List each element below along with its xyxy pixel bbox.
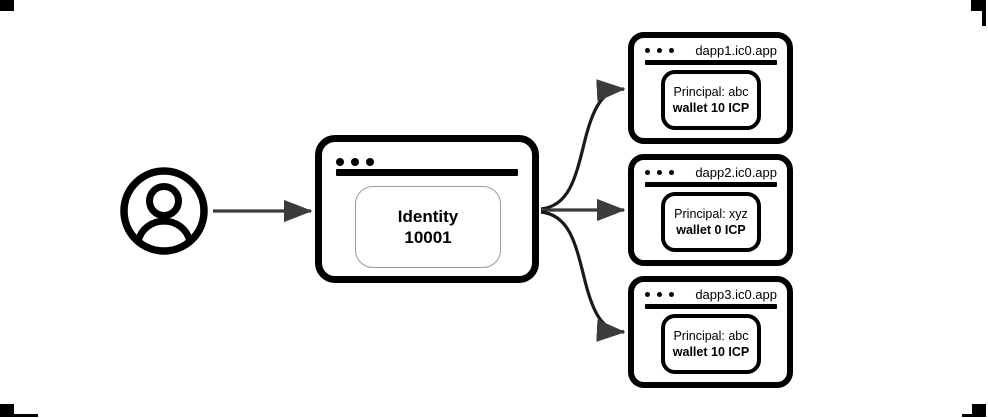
identity-card: Identity 10001	[355, 186, 501, 268]
window-dots	[645, 47, 674, 53]
corner-mark-segment	[971, 0, 985, 11]
dapp2-titlebar: dapp2.ic0.app	[634, 160, 787, 184]
window-dot-icon	[645, 291, 650, 297]
dapp2-wallet: wallet 0 ICP	[676, 223, 746, 237]
dapp2-principal: Principal: xyz	[674, 207, 748, 221]
window-dots	[336, 158, 374, 166]
dapp1-card: Principal: abc wallet 10 ICP	[661, 70, 761, 130]
dapp3-urlbar[interactable]	[645, 304, 777, 309]
window-dot-icon	[669, 169, 674, 175]
dapp3-card: Principal: abc wallet 10 ICP	[661, 314, 761, 374]
window-dot-icon	[351, 158, 359, 166]
corner-mark-bottom-left	[0, 392, 40, 418]
window-dot-icon	[657, 291, 662, 297]
window-dots	[645, 291, 674, 297]
dapp1-wallet: wallet 10 ICP	[672, 101, 750, 115]
corner-mark-segment	[982, 0, 986, 26]
dapp3-principal: Principal: abc	[673, 329, 749, 343]
window-dot-icon	[657, 47, 662, 53]
dapp1-principal: Principal: abc	[673, 85, 749, 99]
window-dot-icon	[336, 158, 344, 166]
dapp3-browser-window[interactable]: dapp3.ic0.app Principal: abc wallet 10 I…	[628, 276, 793, 388]
corner-mark-segment	[962, 414, 986, 417]
user-avatar-icon	[120, 167, 208, 255]
dapp1-browser-window[interactable]: dapp1.ic0.app Principal: abc wallet 10 I…	[628, 32, 793, 144]
dapp3-titlebar: dapp3.ic0.app	[634, 282, 787, 306]
corner-mark-segment	[972, 404, 986, 416]
dapp1-titlebar: dapp1.ic0.app	[634, 38, 787, 62]
dapp2-card: Principal: xyz wallet 0 ICP	[661, 192, 761, 252]
corner-mark-segment	[0, 414, 38, 417]
dapp2-browser-window[interactable]: dapp2.ic0.app Principal: xyz wallet 0 IC…	[628, 154, 793, 266]
corner-mark-segment	[0, 0, 14, 11]
corner-mark-top-right	[958, 0, 988, 26]
dapp3-url-label: dapp3.ic0.app	[695, 286, 777, 302]
identity-window-urlbar[interactable]	[336, 169, 518, 176]
identity-browser-window[interactable]: Identity 10001	[315, 135, 539, 283]
identity-card-line1: Identity	[397, 207, 459, 226]
dapp1-urlbar[interactable]	[645, 60, 777, 65]
identity-window-titlebar	[322, 142, 532, 182]
window-dots	[645, 169, 674, 175]
dapp2-urlbar[interactable]	[645, 182, 777, 187]
window-dot-icon	[657, 169, 662, 175]
identity-to-dapp3-arrow	[540, 210, 626, 342]
window-dot-icon	[669, 47, 674, 53]
window-dot-icon	[669, 291, 674, 297]
corner-mark-top-left	[0, 0, 30, 22]
window-dot-icon	[645, 47, 650, 53]
identity-card-line2: 10001	[404, 228, 452, 247]
identity-to-dapp1-arrow	[540, 79, 626, 211]
window-dot-icon	[645, 169, 650, 175]
dapp1-url-label: dapp1.ic0.app	[695, 42, 777, 58]
dapp2-url-label: dapp2.ic0.app	[695, 164, 777, 180]
window-dot-icon	[366, 158, 374, 166]
corner-mark-bottom-right	[958, 392, 988, 418]
corner-mark-segment	[0, 404, 14, 416]
dapp3-wallet: wallet 10 ICP	[672, 345, 750, 359]
